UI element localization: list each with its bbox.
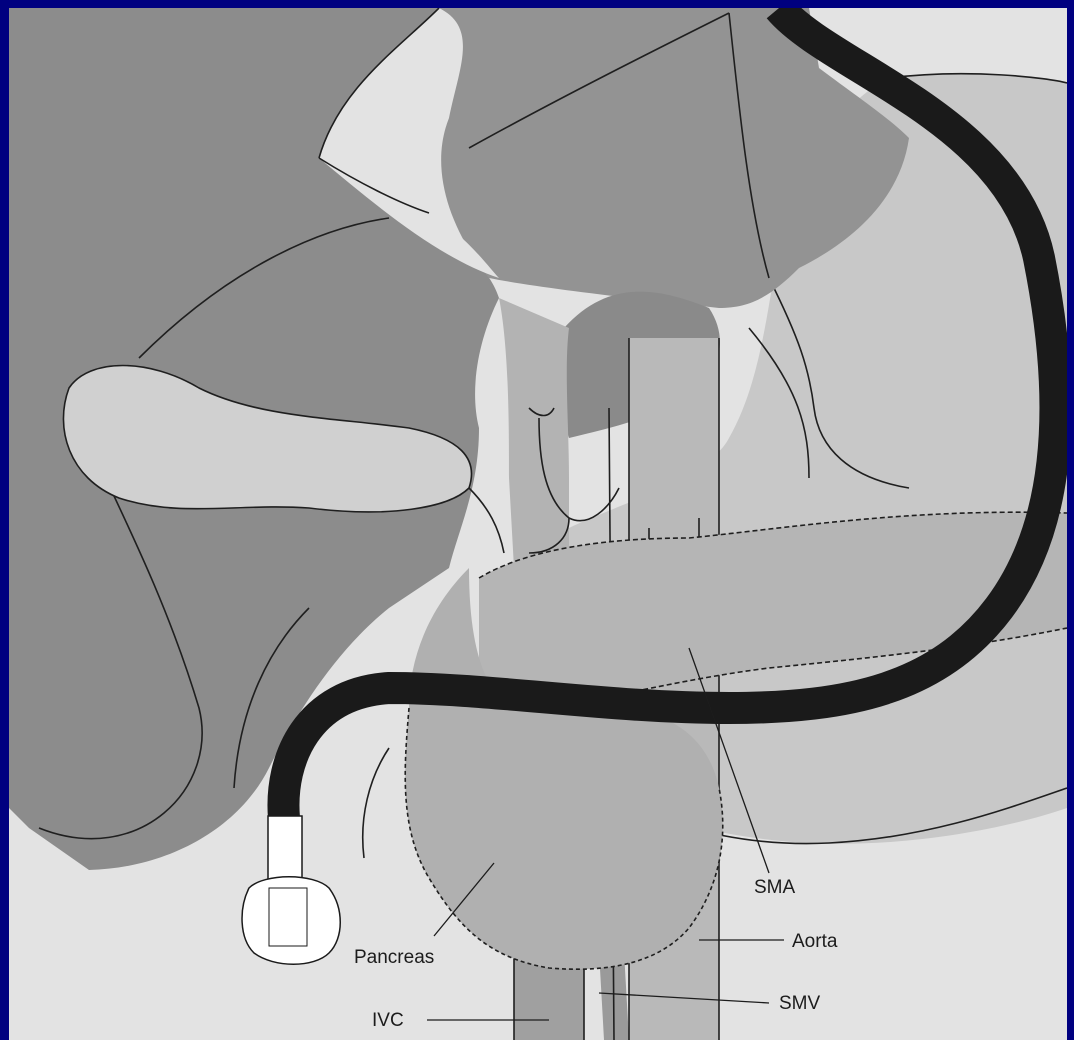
- ultrasound-probe: [242, 877, 340, 965]
- label-smv: SMV: [779, 993, 821, 1014]
- label-pancreas: Pancreas: [354, 947, 434, 968]
- anatomy-illustration: SMA Aorta SMV Pancreas IVC: [9, 8, 1067, 1040]
- label-aorta: Aorta: [792, 931, 838, 952]
- label-sma: SMA: [754, 877, 796, 898]
- label-ivc: IVC: [372, 1010, 404, 1031]
